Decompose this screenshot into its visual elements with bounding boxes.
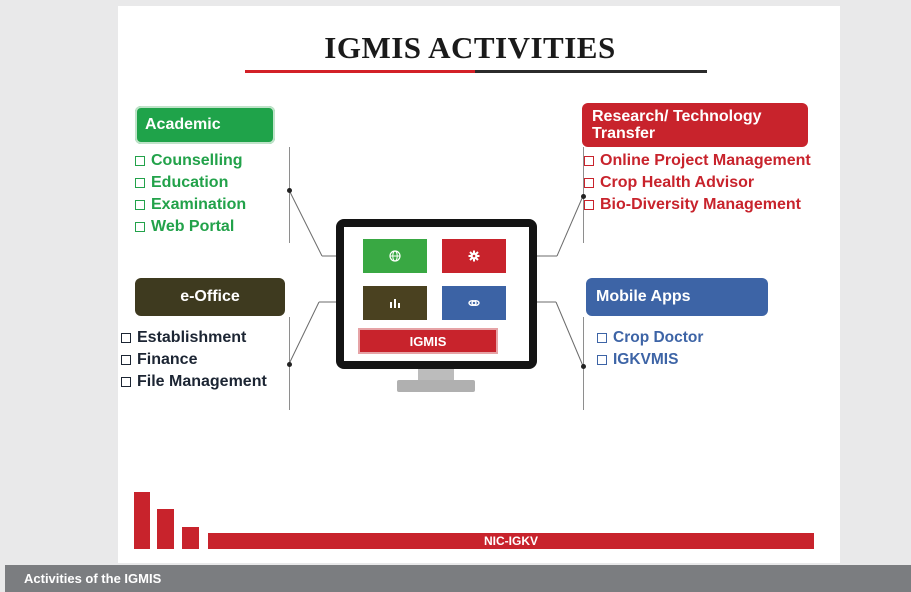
list-item-label: File Management <box>137 373 267 390</box>
category-research: Research/ Technology Transfer <box>582 103 808 147</box>
connector-dot <box>287 362 292 367</box>
category-eoffice: e-Office <box>135 278 285 316</box>
list-item-label: Web Portal <box>151 218 235 235</box>
footer-label: NIC-IGKV <box>484 534 538 548</box>
connector-dot <box>581 194 586 199</box>
checkbox-icon <box>597 355 607 365</box>
list-item: Counselling <box>135 150 246 172</box>
list-item: Web Portal <box>135 216 246 238</box>
connector-dot <box>581 364 586 369</box>
list-item: Crop Doctor <box>597 327 703 349</box>
checkbox-icon <box>121 377 131 387</box>
checkbox-icon <box>135 222 145 232</box>
title-underline-red <box>245 70 475 73</box>
list-item: Establishment <box>121 327 267 349</box>
research-list: Online Project Management Crop Health Ad… <box>584 150 811 216</box>
academic-bracket-line <box>289 147 290 243</box>
list-item: File Management <box>121 371 267 393</box>
checkbox-icon <box>135 200 145 210</box>
list-item: Examination <box>135 194 246 216</box>
academic-list: Counselling Education Examination Web Po… <box>135 150 246 238</box>
diagram-title: IGMIS ACTIVITIES <box>324 30 616 65</box>
list-item-label: Examination <box>151 196 247 213</box>
mobile-tile <box>442 286 506 320</box>
title-underline-dark <box>475 70 707 73</box>
list-item: Finance <box>121 349 267 371</box>
eoffice-list: Establishment Finance File Management <box>121 327 267 393</box>
list-item: Education <box>135 172 246 194</box>
list-item-label: IGKVMIS <box>613 351 679 368</box>
mobile-list: Crop Doctor IGKVMIS <box>597 327 703 371</box>
checkbox-icon <box>584 156 594 166</box>
checkbox-icon <box>584 200 594 210</box>
connector-dot <box>287 188 292 193</box>
gear-icon <box>468 250 480 262</box>
logo-bar-tall <box>134 492 150 549</box>
category-mobile-apps: Mobile Apps <box>586 278 768 316</box>
checkbox-icon <box>121 333 131 343</box>
monitor-stand-neck <box>418 369 454 381</box>
logo-bar-medium <box>157 509 174 549</box>
academic-tile <box>363 239 427 273</box>
bar-chart-icon <box>390 299 400 308</box>
eoffice-tile <box>363 286 427 320</box>
category-research-line1: Research/ Technology <box>592 108 762 125</box>
category-research-line2: Transfer <box>592 125 656 142</box>
list-item-label: Establishment <box>137 329 247 346</box>
list-item-label: Finance <box>137 351 198 368</box>
igmis-center-label: IGMIS <box>358 328 498 354</box>
checkbox-icon <box>135 178 145 188</box>
list-item-label: Online Project Management <box>600 152 811 169</box>
monitor-stand-base <box>397 380 475 392</box>
footer-banner: NIC-IGKV <box>208 533 814 549</box>
logo-bar-short <box>182 527 199 549</box>
research-tile <box>442 239 506 273</box>
list-item-label: Education <box>151 174 229 191</box>
category-academic: Academic <box>135 106 275 144</box>
list-item: IGKVMIS <box>597 349 703 371</box>
checkbox-icon <box>584 178 594 188</box>
checkbox-icon <box>135 156 145 166</box>
list-item: Bio-Diversity Management <box>584 194 811 216</box>
list-item: Online Project Management <box>584 150 811 172</box>
list-item-label: Crop Health Advisor <box>600 174 755 191</box>
list-item-label: Bio-Diversity Management <box>600 196 801 213</box>
figure-caption: Activities of the IGMIS <box>5 565 911 592</box>
checkbox-icon <box>121 355 131 365</box>
mobile-bracket-line <box>583 317 584 410</box>
list-item-label: Counselling <box>151 152 243 169</box>
checkbox-icon <box>597 333 607 343</box>
list-item-label: Crop Doctor <box>613 329 704 346</box>
list-item: Crop Health Advisor <box>584 172 811 194</box>
link-icon <box>468 300 480 306</box>
globe-icon <box>389 250 401 262</box>
